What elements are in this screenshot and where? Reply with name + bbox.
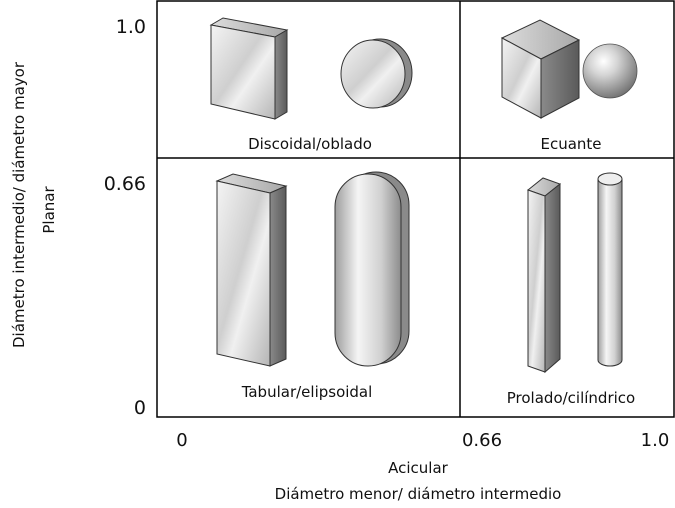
label-prolado-cilindrico: Prolado/cilíndrico [507,389,635,407]
x-axis-title: Acicular [388,459,449,477]
cylinder-icon [597,172,623,367]
x-tick-0: 0 [176,430,187,451]
y-tick-0-66: 0.66 [104,173,146,195]
grid-lines [156,0,675,418]
cube-icon [500,19,581,119]
x-tick-1-0: 1.0 [641,430,670,451]
plot-frame [156,0,675,418]
elongated-disc-icon [334,171,410,367]
x-axis-subtitle: Diámetro menor/ diámetro intermedio [275,485,562,503]
tall-plate-icon [215,173,288,367]
square-rod-icon [526,177,562,374]
y-tick-0: 0 [134,397,146,419]
x-tick-0-66: 0.66 [462,430,502,451]
y-axis-subtitle: Planar [40,186,58,234]
label-tabular-elipsoidal: Tabular/elipsoidal [241,383,373,401]
sphere-icon [582,43,638,99]
square-plate-icon [209,17,289,120]
label-discoidal-oblado: Discoidal/oblado [248,135,372,153]
y-tick-1-0: 1.0 [116,16,146,38]
y-axis-title: Diámetro intermedio/ diámetro mayor [10,61,28,348]
disc-icon [340,38,413,109]
label-ecuante: Ecuante [540,135,601,153]
